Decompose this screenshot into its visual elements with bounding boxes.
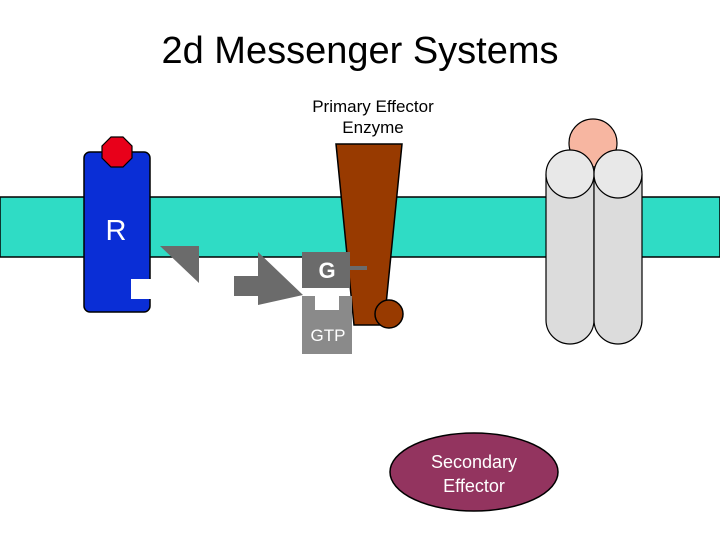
enzyme-knob — [374, 299, 404, 329]
gtp-label: GTP — [311, 326, 346, 345]
ion-channel — [545, 118, 643, 345]
secondary-effector-label-line2: Effector — [443, 476, 505, 496]
secondary-effector-ellipse — [389, 432, 559, 512]
channel-right-subunit — [593, 174, 643, 345]
gdp-notch — [317, 290, 337, 304]
secondary-effector: Secondary Effector — [389, 432, 559, 512]
page-title: 2d Messenger Systems — [161, 30, 559, 72]
channel-left-cap — [545, 149, 595, 199]
primary-effector-enzyme — [335, 143, 404, 329]
g-protein-body — [302, 252, 350, 288]
g-protein: G GTP — [302, 252, 367, 354]
primary-effector-label-line1: Primary Effector — [312, 97, 434, 116]
gtp-block — [302, 296, 352, 354]
primary-effector-label-line2: Enzyme — [342, 118, 404, 137]
channel-right-cap — [593, 149, 643, 199]
secondary-effector-label-line1: Secondary — [431, 452, 517, 472]
ligand-octagon — [101, 136, 133, 168]
g-protein-tab — [350, 266, 367, 270]
signal-arrows — [160, 246, 303, 305]
receptor: R — [83, 136, 151, 313]
primary-effector-label: Primary Effector Enzyme — [280, 96, 466, 138]
channel-left-subunit — [545, 174, 595, 345]
receptor-notch — [131, 279, 151, 299]
signal-arrow-wedge — [160, 246, 199, 283]
signal-arrow-head — [234, 252, 303, 305]
receptor-label: R — [106, 215, 127, 247]
g-protein-label: G — [318, 258, 335, 283]
